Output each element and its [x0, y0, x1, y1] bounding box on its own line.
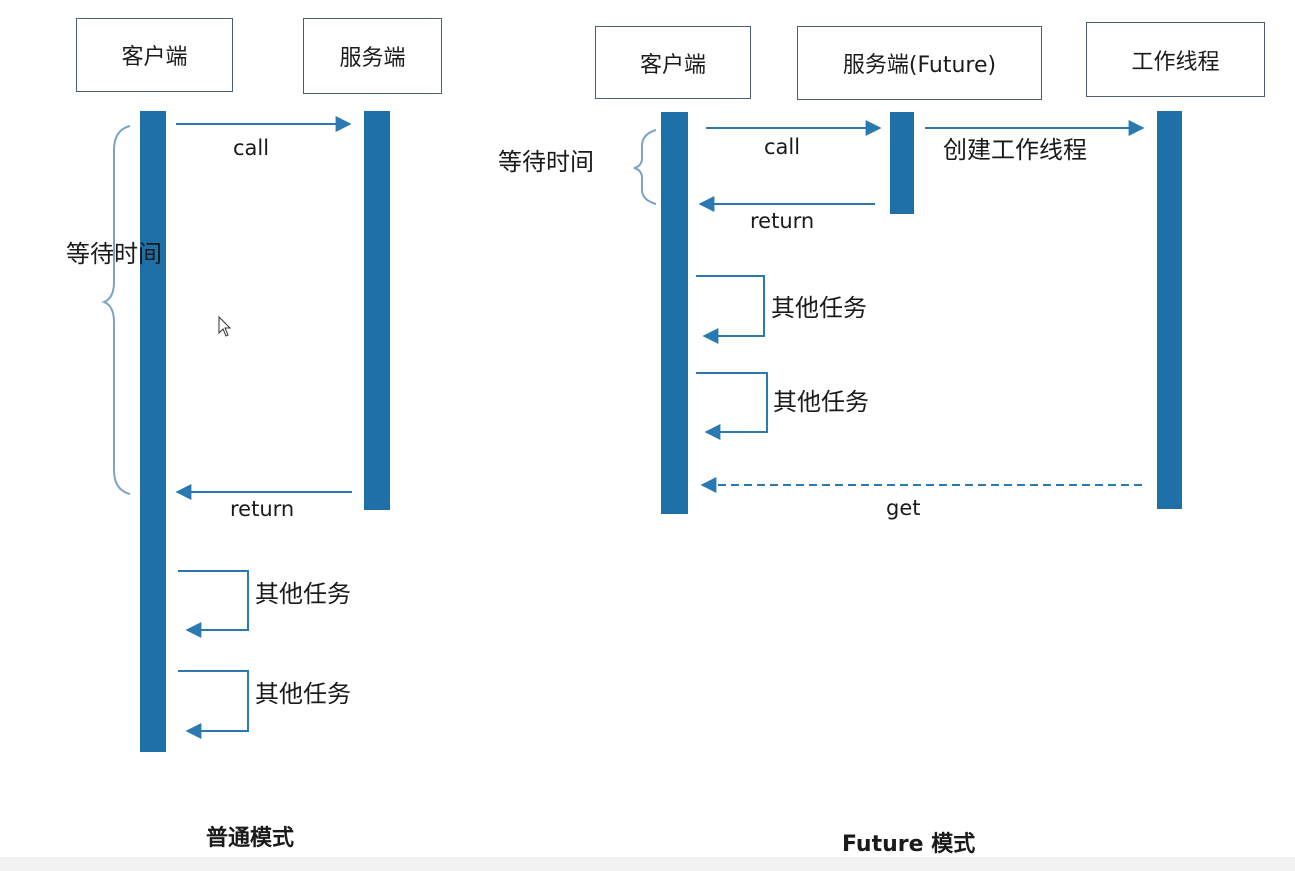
- right-worker-lifeline: [1157, 111, 1182, 509]
- left-client-box: 客户端: [76, 18, 233, 92]
- left-client-lifeline: [140, 111, 166, 752]
- left-server-lifeline: [364, 111, 390, 510]
- right-self-loop-2: [696, 372, 768, 440]
- right-worker-box: 工作线程: [1086, 22, 1265, 97]
- left-client-label: 客户端: [121, 45, 188, 70]
- right-wait-brace: [633, 129, 657, 205]
- left-self-loop-1: [178, 570, 249, 638]
- right-get-label: get: [886, 496, 921, 520]
- right-client-label: 客户端: [639, 52, 706, 78]
- mouse-pointer-icon: [218, 315, 232, 337]
- right-worker-label: 工作线程: [1131, 49, 1220, 75]
- left-wait-brace: [101, 125, 131, 495]
- right-other-task-label-2: 其他任务: [773, 388, 869, 416]
- bottom-strip: [0, 857, 1295, 871]
- right-server-box: 服务端(Future): [797, 26, 1042, 100]
- left-self-loop-2: [178, 670, 249, 739]
- left-server-label: 服务端: [339, 46, 406, 71]
- left-diagram-title: 普通模式: [206, 826, 295, 851]
- left-other-task-label-1: 其他任务: [255, 580, 351, 608]
- right-wait-label: 等待时间: [498, 148, 594, 176]
- right-client-lifeline: [661, 112, 688, 514]
- left-call-label: call: [233, 136, 270, 160]
- left-other-task-label-2: 其他任务: [255, 680, 351, 708]
- right-create-worker-label: 创建工作线程: [943, 136, 1087, 164]
- right-server-label: 服务端(Future): [842, 53, 997, 78]
- right-server-lifeline: [890, 112, 914, 214]
- right-self-loop-1: [696, 275, 765, 344]
- right-client-box: 客户端: [595, 26, 751, 99]
- left-return-label: return: [230, 497, 295, 521]
- right-call-label: call: [764, 135, 801, 159]
- right-other-task-label-1: 其他任务: [771, 294, 867, 322]
- left-server-box: 服务端: [303, 18, 442, 94]
- right-return-label: return: [750, 209, 815, 233]
- right-diagram-title: Future 模式: [842, 832, 976, 857]
